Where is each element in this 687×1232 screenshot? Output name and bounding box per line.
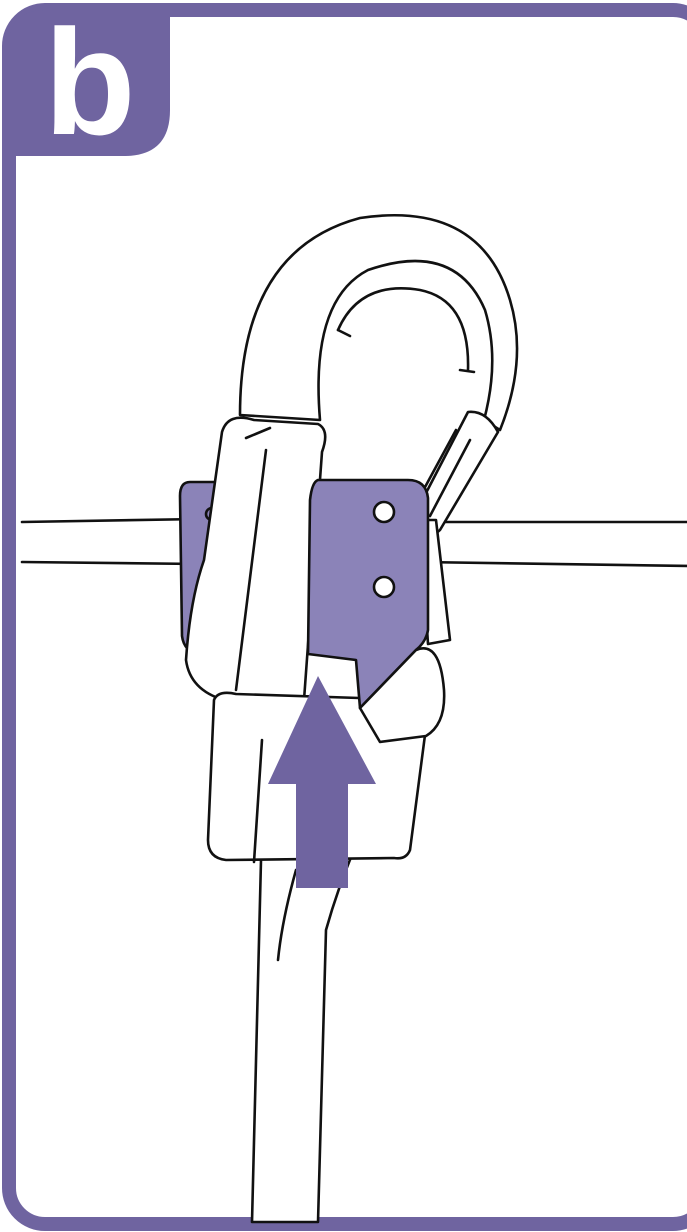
step-badge xyxy=(9,10,170,156)
plate-hole-top xyxy=(372,500,396,524)
arrow-up-icon xyxy=(268,676,376,888)
carabiner-spine xyxy=(184,416,327,733)
step-label: b xyxy=(44,0,136,166)
device-cam xyxy=(358,647,446,744)
device-front-plate xyxy=(306,478,430,710)
plate-hole-bottom xyxy=(372,575,396,599)
rail-right xyxy=(418,520,687,568)
rail-left xyxy=(20,517,202,566)
panel-frame xyxy=(2,3,687,1231)
